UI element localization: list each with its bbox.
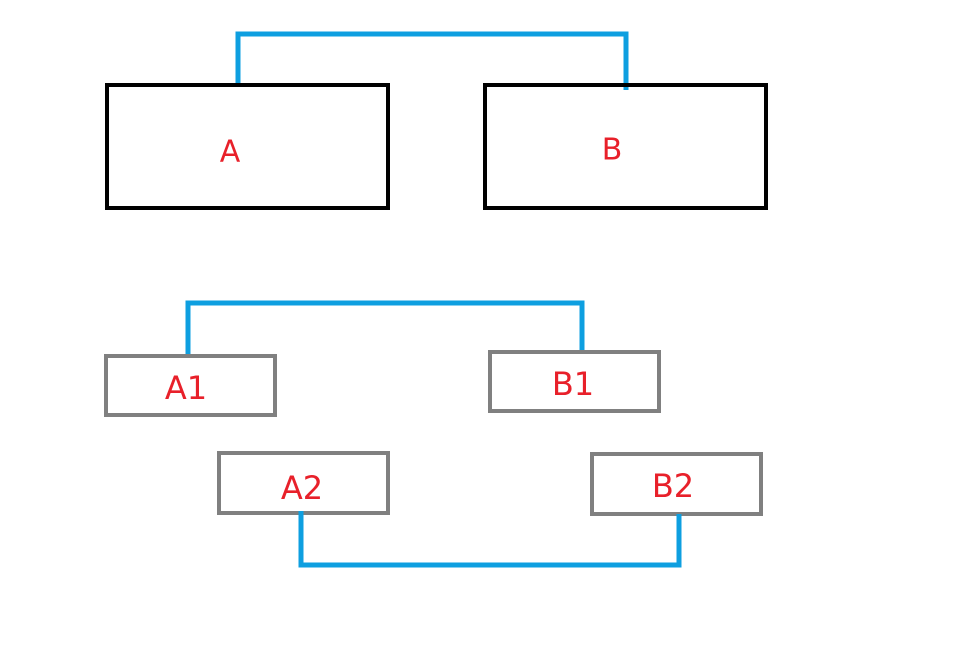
box-a2-label: A2 [281,469,323,507]
box-b1: B1 [488,350,661,413]
box-a1-frame [104,354,277,417]
box-b1-label: B1 [552,365,594,403]
connector-a1-b1 [185,300,585,355]
box-a-frame [105,83,390,210]
connector-a2-b2 [298,511,682,568]
box-a2: A2 [217,451,390,515]
box-a-label: A [220,135,241,170]
box-a: A [105,83,390,210]
connector-a-b [235,31,629,90]
box-b-frame [483,83,768,210]
box-b-label: B [602,133,623,168]
box-b2: B2 [590,452,763,516]
box-b1-frame [488,350,661,413]
box-b: B [483,83,768,210]
box-a1: A1 [104,354,277,417]
box-b2-label: B2 [652,467,694,505]
box-a1-label: A1 [165,369,207,407]
